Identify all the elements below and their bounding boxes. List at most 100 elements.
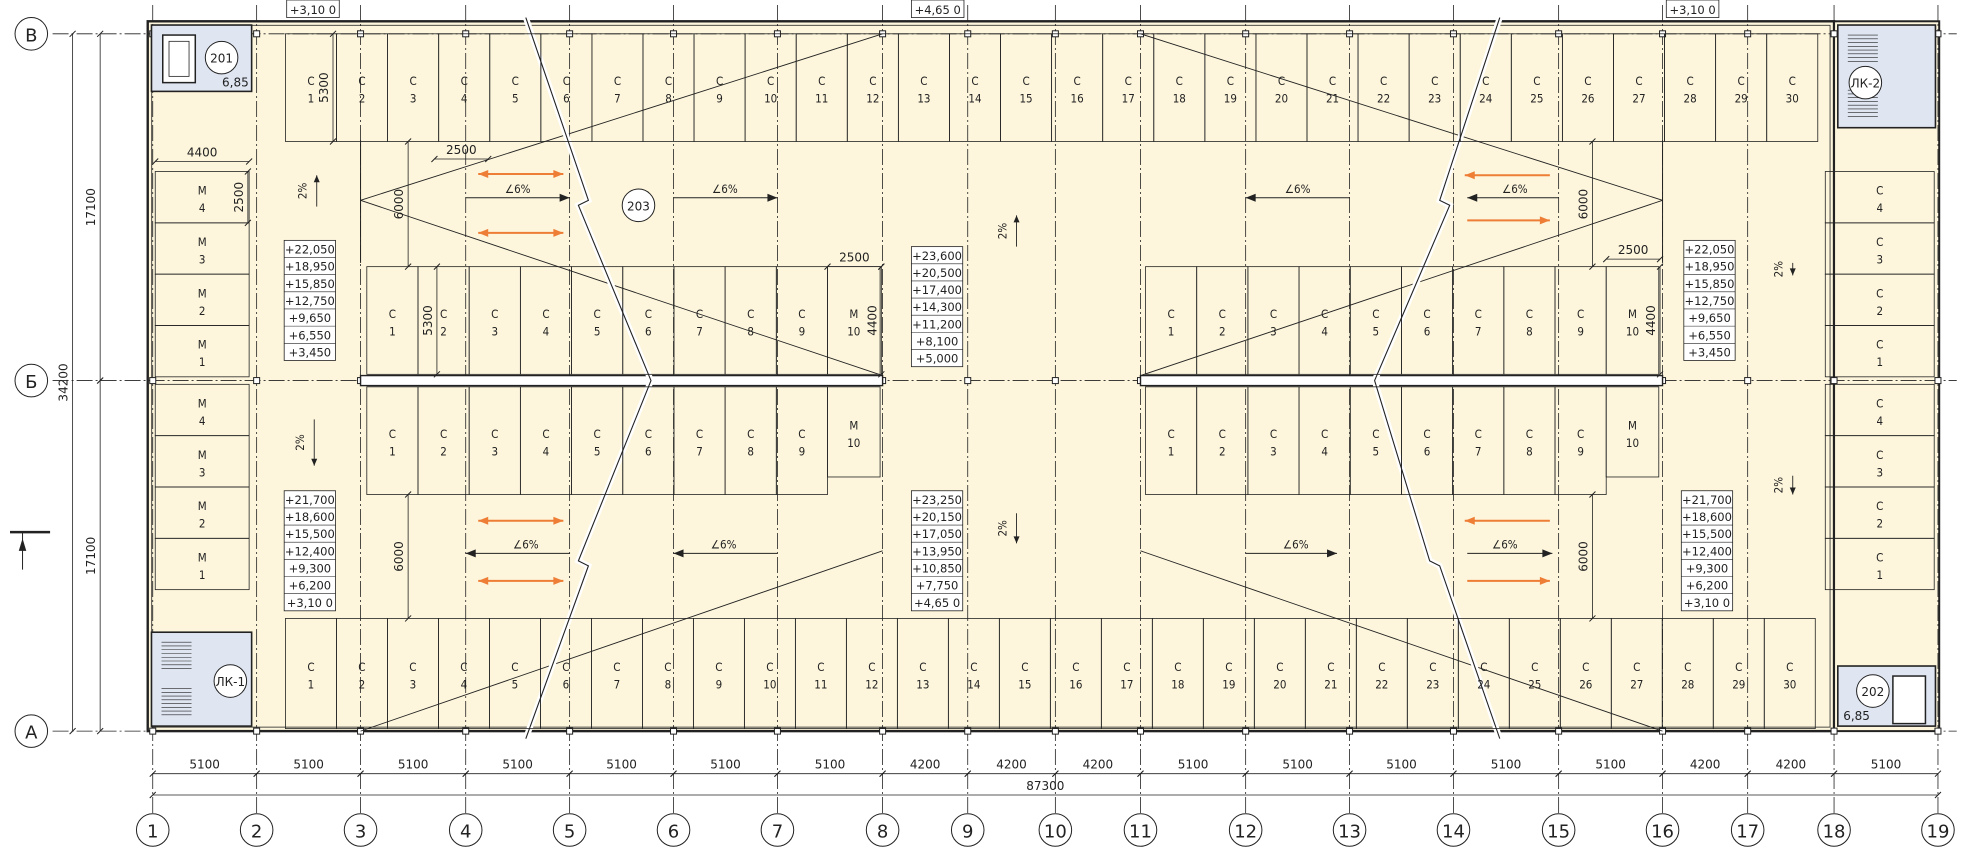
car-stall-label: С	[1480, 660, 1487, 674]
axis-label-col: 9	[962, 822, 973, 843]
moto-stall-number: 2	[1876, 517, 1883, 531]
slope-arrow-head	[1013, 215, 1020, 223]
car-stall-number: 4	[461, 678, 468, 692]
car-stall-label: С	[747, 307, 754, 321]
axis-bubble-col	[865, 813, 900, 847]
moto-depth-dim-tick	[877, 370, 885, 378]
car-stall-label: С	[715, 660, 722, 674]
car-stall-number: 9	[1577, 325, 1584, 339]
car-stall-number: 3	[410, 92, 417, 106]
car-stall-number: 18	[1173, 92, 1186, 106]
stall-width-dim-island-text: 2500	[839, 251, 870, 265]
span-dim-tick	[964, 770, 972, 778]
aisle-dim-right-top-tick	[1589, 138, 1596, 145]
floor-inner-edge	[151, 24, 1831, 728]
car-stall-label: С	[1584, 74, 1591, 88]
column-mark	[1051, 377, 1059, 385]
span-dim-tick	[253, 770, 260, 778]
car-stall-number: 5	[594, 445, 601, 459]
stair-label: ЛК-2	[1851, 77, 1881, 91]
car-stall-label: С	[1786, 660, 1793, 674]
column-mark	[1346, 727, 1354, 735]
ramp-diagonal	[1140, 33, 1663, 201]
ramp-slope-label: ∠6%	[505, 182, 531, 196]
elev-right-lower-value: +15,500	[1682, 527, 1732, 541]
moto-label: М	[849, 307, 858, 321]
car-stall-number: 24	[1479, 92, 1492, 106]
car-stall-label: С	[1531, 660, 1538, 674]
moto-stall-number: 2	[199, 517, 206, 531]
car-stall-number: 1	[1168, 325, 1175, 339]
car-stall-number: 9	[799, 445, 806, 459]
car-stall-number: 8	[747, 445, 754, 459]
axis-label-row: Б	[25, 372, 37, 393]
car-stall-label: С	[817, 660, 824, 674]
car-stall-number: 9	[716, 678, 723, 692]
car-stall-label: С	[1321, 427, 1328, 441]
stair-label-circle	[213, 664, 248, 698]
stall-width-dim-right-tick	[1602, 255, 1610, 263]
car-stall-number: 21	[1324, 678, 1337, 692]
car-stall-number: 7	[696, 325, 703, 339]
car-stall-label: С	[511, 660, 518, 674]
ramp-diagonal	[1140, 550, 1663, 732]
moto-stall	[154, 325, 250, 378]
moto-depth-dim-right-tick	[1656, 263, 1664, 271]
car-stall-label: С	[1686, 74, 1693, 88]
car-stall-number: 14	[967, 678, 980, 692]
axis-label-col: 3	[355, 822, 366, 843]
car-stall-number: 4	[461, 92, 468, 106]
car-stall-label: С	[1423, 427, 1430, 441]
moto-stall	[1824, 325, 1935, 378]
car-stall-number: 11	[814, 678, 827, 692]
car-stall-label: С	[1167, 307, 1174, 321]
column-mark	[964, 377, 972, 385]
span-dim-text: 5100	[1491, 758, 1522, 772]
car-stall-number: 27	[1630, 678, 1643, 692]
ramp-diagonal	[360, 33, 883, 201]
moto-number: 10	[1626, 436, 1639, 450]
car-stall-number: 28	[1683, 92, 1696, 106]
axis-label-row: А	[25, 723, 38, 744]
ramp-slope-label: ∠6%	[712, 182, 738, 196]
car-stall-label: С	[1227, 74, 1234, 88]
car-stall-label: С	[970, 660, 977, 674]
car-stall-label: С	[1380, 74, 1387, 88]
car-stall-number: 7	[1475, 445, 1482, 459]
car-stall-number: 8	[665, 92, 672, 106]
moto-side-dim-tick	[244, 219, 252, 227]
axis-bubble-col	[1038, 813, 1073, 847]
car-stall	[1763, 618, 1816, 730]
span-dim-tick	[1450, 770, 1457, 778]
moto-width-dim-tick	[245, 158, 253, 165]
car-stall-label: С	[1577, 307, 1584, 321]
island-moto-stall	[827, 386, 881, 478]
moto-stall-number: 4	[199, 414, 206, 428]
car-stall-number: 3	[1270, 445, 1277, 459]
moto-stall-number: 2	[1876, 304, 1883, 318]
axis-bubble-col	[1541, 813, 1576, 847]
aisle-dim-right-top-text: 6000	[1576, 189, 1590, 220]
arrow-head	[559, 193, 570, 202]
car-stall-number: 21	[1326, 92, 1339, 106]
top-elev-box	[286, 0, 340, 18]
elev-left-upper-value: +15,850	[285, 277, 335, 291]
elev-left-upper-box	[283, 239, 336, 361]
ramp-slope-label: ∠6%	[1285, 182, 1311, 196]
span-dim-text: 5100	[606, 758, 637, 772]
car-stall-number: 7	[696, 445, 703, 459]
car-stall-label: С	[1321, 307, 1328, 321]
height-total-dim-text: 34200	[57, 363, 71, 401]
elev-mid-lower-value: +13,950	[912, 544, 962, 558]
column-mark	[1449, 727, 1457, 735]
slope-label: 2%	[1772, 261, 1786, 278]
car-stall-number: 1	[1168, 445, 1175, 459]
moto-label: М	[1628, 418, 1637, 432]
car-stall-number: 7	[614, 92, 621, 106]
elev-mid-upper-value: +5,000	[916, 352, 959, 366]
moto-stall-number: 1	[1876, 568, 1883, 582]
aisle-dim-left-bottom-text: 6000	[392, 541, 406, 572]
moto-stall-number: 4	[1876, 201, 1883, 215]
column-mark	[1744, 377, 1752, 385]
car-stall-number: 11	[815, 92, 828, 106]
